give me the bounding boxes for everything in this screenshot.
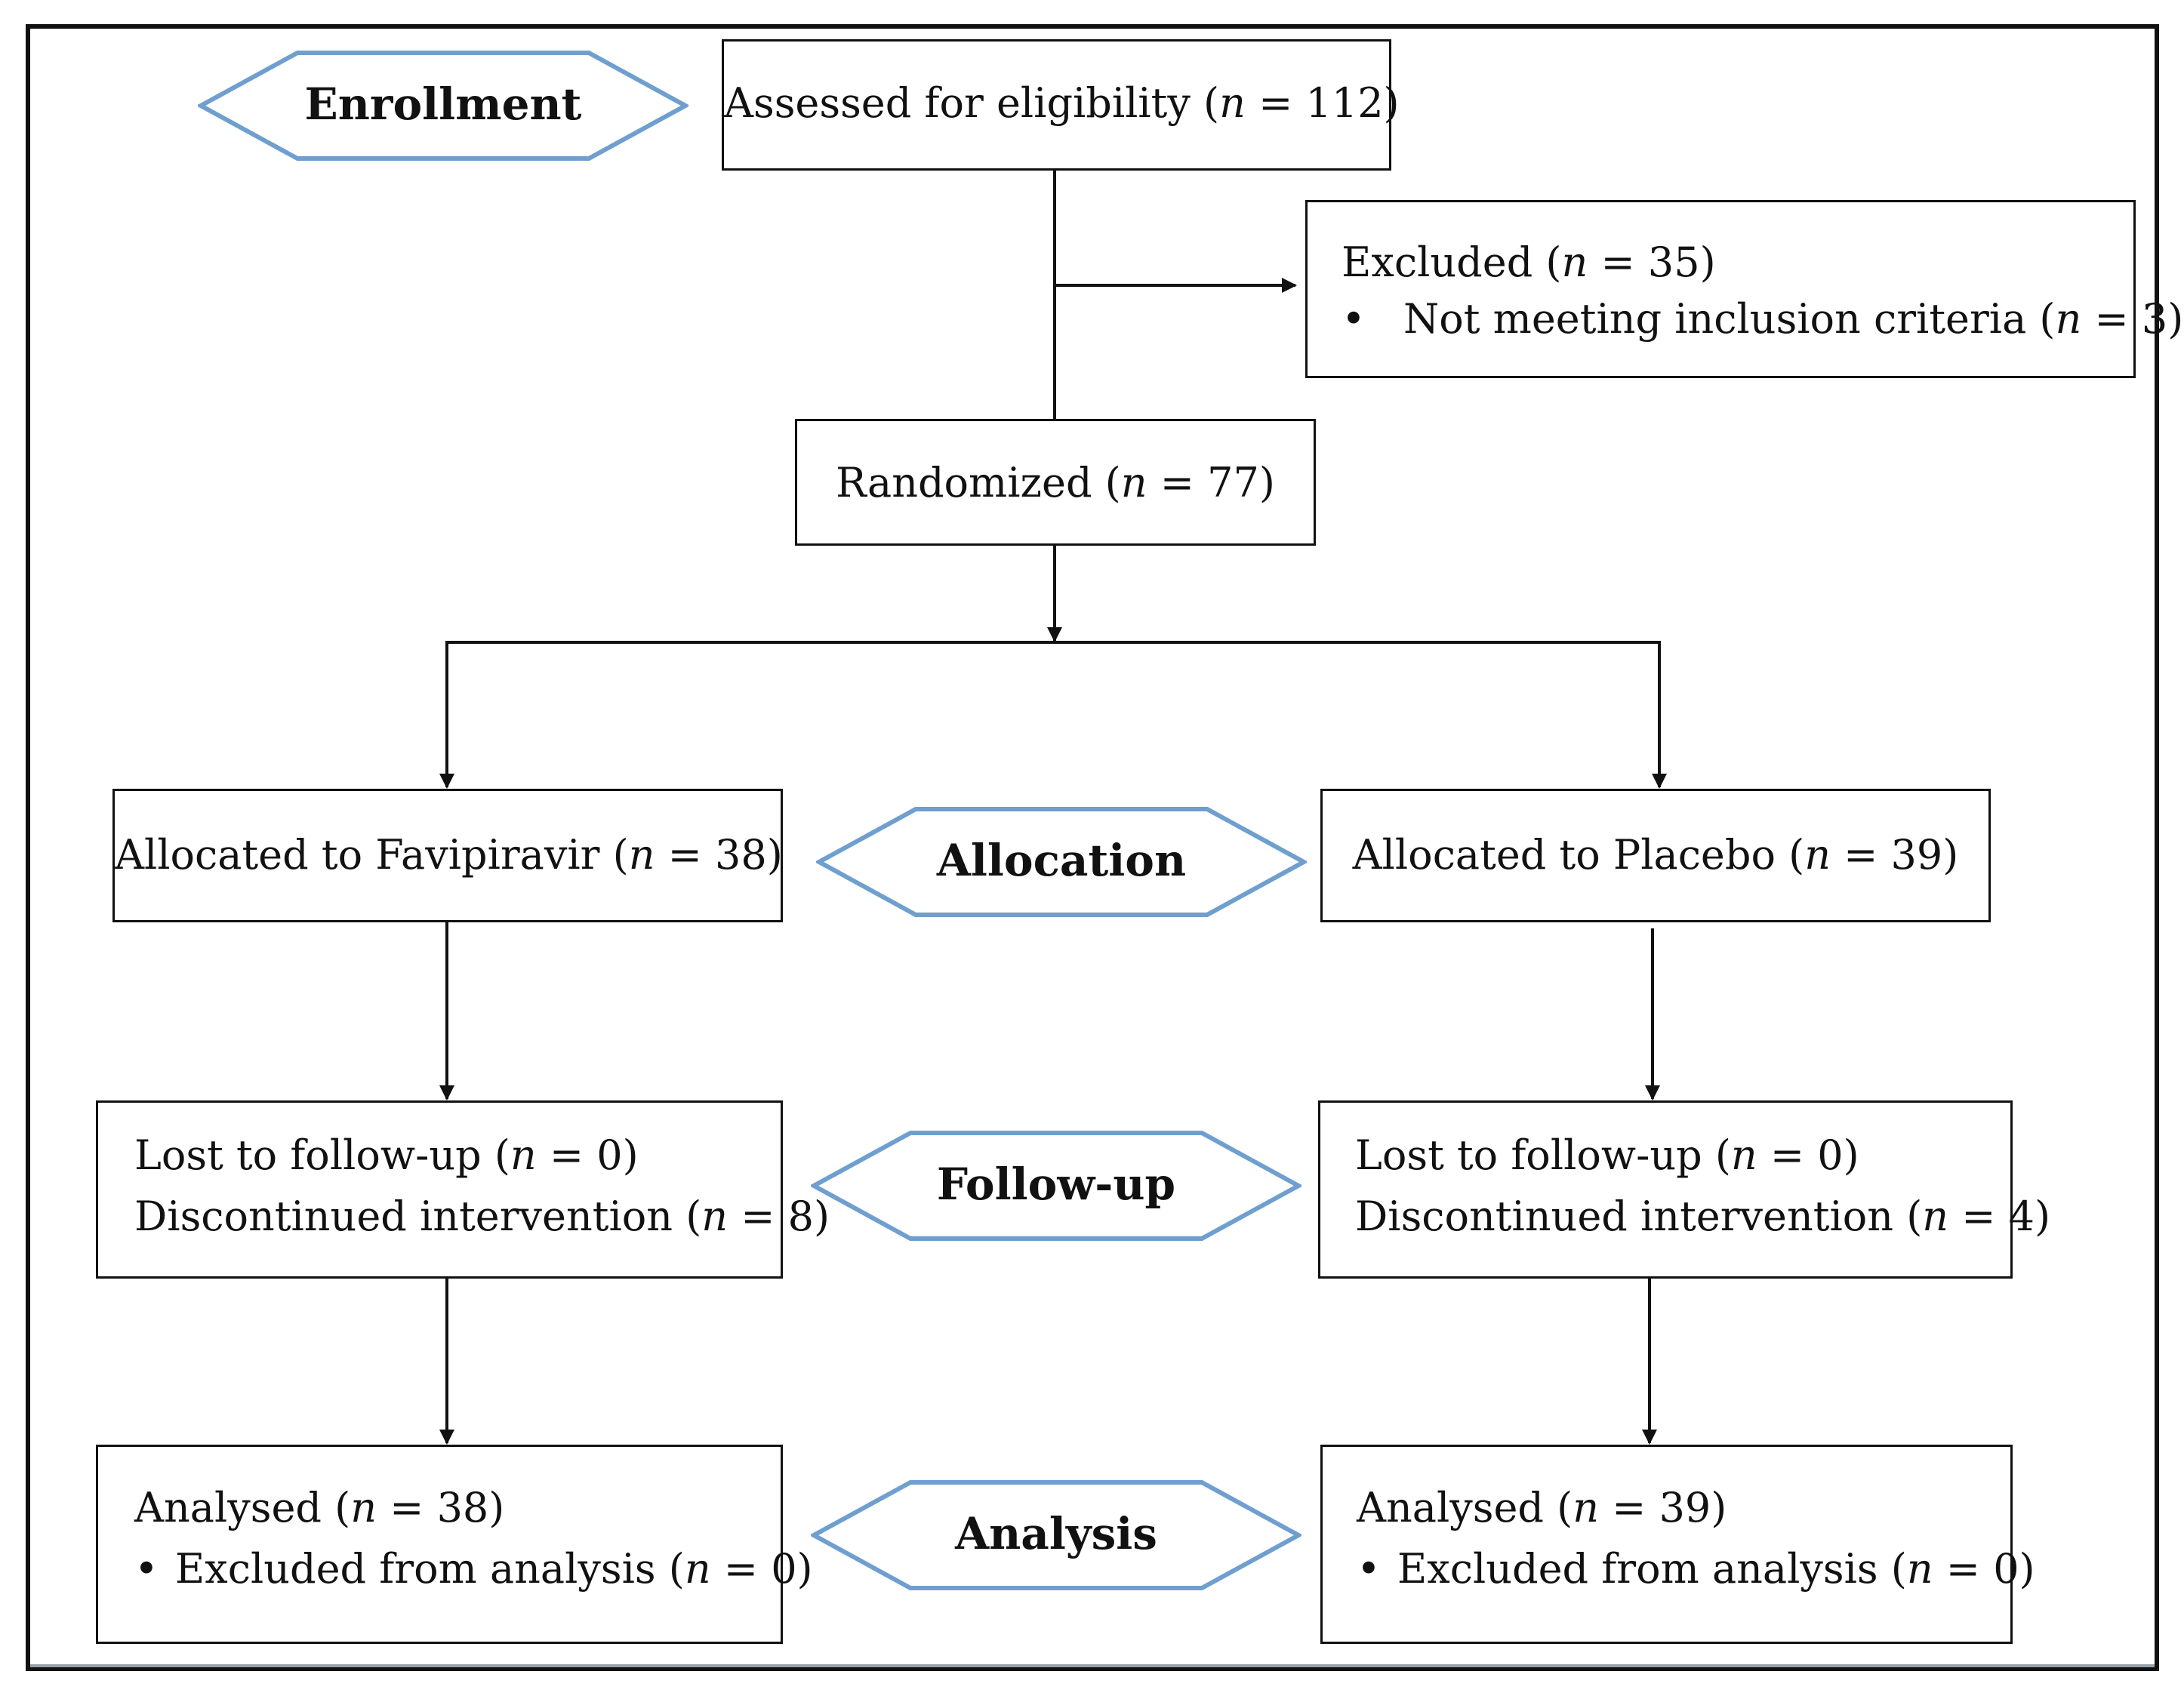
randomized-text: Randomized (n = 77) [836, 459, 1275, 506]
stage-enrollment: Enrollment [198, 50, 688, 162]
favipiravir-discontinued-text: Discontinued intervention (n = 8) [134, 1193, 830, 1240]
bullet-icon: • [1342, 295, 1366, 343]
stage-allocation: Allocation [816, 806, 1307, 918]
assessed-box: Assessed for eligibility (n = 112) [722, 39, 1400, 171]
favipiravir-analysed-text: Analysed (n = 38) [134, 1484, 505, 1531]
placebo-excluded-analysis-item: •Excluded from analysis (n = 0) [1357, 1545, 2035, 1593]
excluded-box: Excluded (n = 35) •Not meeting inclusion… [1305, 200, 2183, 378]
placebo-analysis-box: Analysed (n = 39) •Excluded from analysi… [1320, 1445, 2035, 1644]
placebo-analysed-text: Analysed (n = 39) [1357, 1484, 1727, 1531]
placebo-discontinued-text: Discontinued intervention (n = 4) [1355, 1193, 2051, 1240]
favipiravir-allocated-box: Allocated to Favipiravir (n = 38) [112, 789, 783, 922]
hexagon-shape [811, 1131, 1301, 1241]
randomized-box: Randomized (n = 77) [795, 419, 1316, 546]
stage-label: Analysis [955, 1508, 1157, 1559]
frame-bottom-rule [30, 1664, 2155, 1667]
excluded-title: Excluded (n = 35) [1342, 239, 1716, 286]
figure-frame [26, 24, 2159, 1671]
assessed-text: Assessed for eligibility (n = 112) [724, 79, 1400, 127]
hexagon-shape [816, 807, 1307, 917]
favipiravir-lost-text: Lost to follow-up (n = 0) [134, 1131, 639, 1179]
hexagon-shape [811, 1480, 1301, 1590]
placebo-allocated-text: Allocated to Placebo (n = 39) [1352, 831, 1959, 879]
excluded-criteria-item: •Not meeting inclusion criteria (n = 3) [1342, 295, 2184, 343]
favipiravir-excluded-analysis-item: •Excluded from analysis (n = 0) [134, 1545, 813, 1593]
stage-label: Follow-up [936, 1159, 1176, 1210]
favipiravir-followup-box: Lost to follow-up (n = 0) Discontinued i… [96, 1100, 830, 1279]
bullet-icon: • [134, 1545, 159, 1593]
placebo-allocated-box: Allocated to Placebo (n = 39) [1320, 789, 1991, 922]
bullet-icon: • [1357, 1545, 1381, 1593]
hexagon-shape [198, 51, 688, 161]
stage-follow-up: Follow-up [811, 1130, 1301, 1242]
placebo-lost-text: Lost to follow-up (n = 0) [1355, 1131, 1859, 1179]
placebo-followup-box: Lost to follow-up (n = 0) Discontinued i… [1318, 1100, 2050, 1279]
stage-label: Allocation [936, 835, 1187, 886]
stage-label: Enrollment [304, 78, 582, 130]
favipiravir-allocated-text: Allocated to Favipiravir (n = 38) [115, 831, 783, 879]
favipiravir-analysis-box: Analysed (n = 38) •Excluded from analysi… [96, 1445, 813, 1644]
stage-analysis: Analysis [811, 1479, 1301, 1591]
